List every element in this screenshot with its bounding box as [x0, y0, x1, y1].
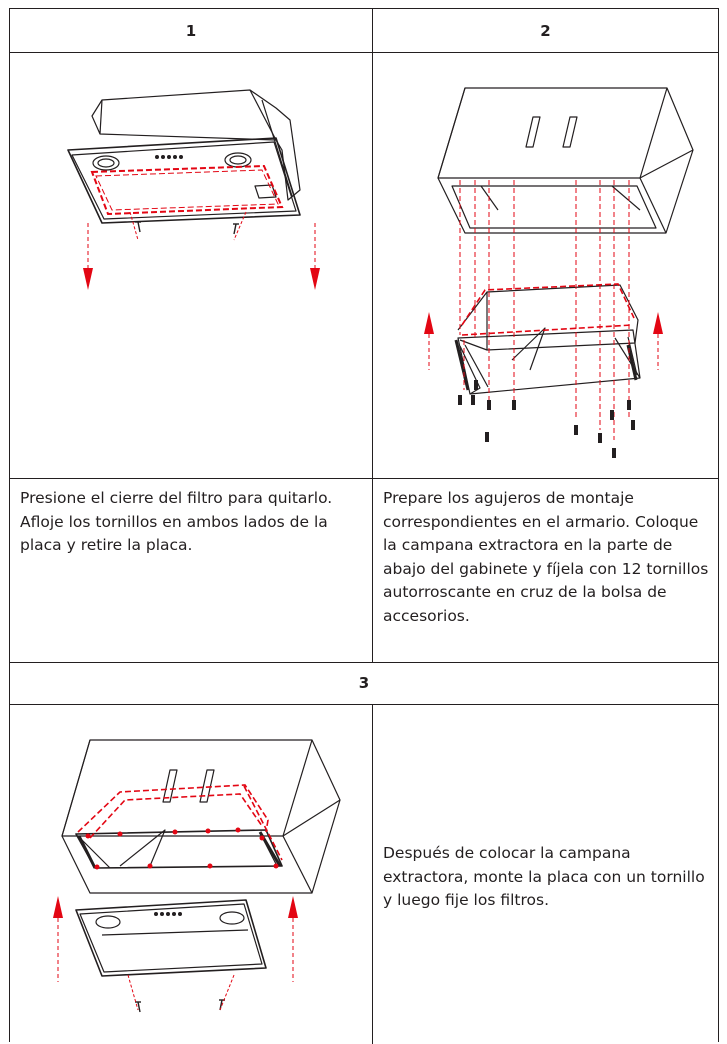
column-divider — [372, 9, 373, 662]
arrow-down-icon — [310, 223, 320, 290]
step-2-text: Prepare los agujeros de montaje correspo… — [383, 489, 709, 625]
step-1-text: Presione el cierre del filtro para quita… — [20, 489, 333, 554]
arrow-up-icon — [288, 896, 298, 982]
screw-icon — [458, 380, 635, 458]
row-divider — [10, 478, 718, 479]
screw-icon — [135, 221, 239, 235]
step-1-number: 1 — [185, 22, 197, 40]
row-divider — [10, 662, 718, 663]
arrow-up-icon — [653, 312, 663, 370]
column-divider — [372, 704, 373, 1044]
step-3-text: Después de colocar la campana extractora… — [383, 844, 705, 909]
step-2-number: 2 — [540, 22, 551, 40]
row-divider — [10, 704, 718, 705]
instruction-table: 1 2 3 Presione el cierre del filtro para… — [9, 8, 719, 1044]
control-buttons — [155, 155, 183, 159]
step-3-number: 3 — [358, 674, 370, 692]
row-divider — [10, 52, 718, 53]
screw-icon — [135, 999, 225, 1013]
arrow-up-icon — [53, 896, 63, 982]
arrow-up-icon — [424, 312, 434, 370]
arrow-down-icon — [83, 223, 93, 290]
